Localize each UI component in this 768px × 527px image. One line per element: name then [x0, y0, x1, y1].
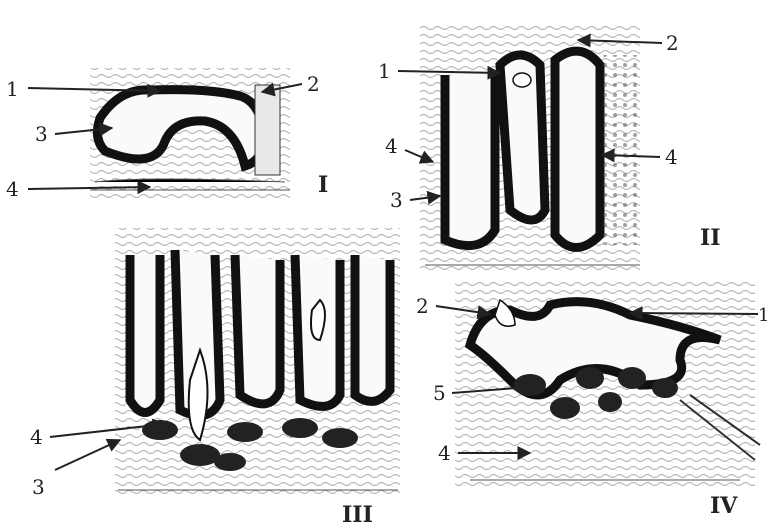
panel-II-gland-left: [445, 70, 495, 246]
panel-label-IV: IV: [710, 493, 738, 519]
label-IV-1: 1: [758, 305, 768, 326]
label-II-4a: 4: [385, 134, 398, 158]
label-IV-5: 5: [433, 381, 446, 405]
label-III-3: 3: [32, 475, 45, 499]
label-I-4: 4: [6, 177, 19, 201]
label-I-1: 1: [6, 77, 19, 101]
label-I-2: 2: [307, 72, 320, 96]
panel-II: [420, 25, 640, 270]
panel-IV: [455, 280, 760, 490]
arrow-IV-1: [630, 313, 758, 314]
label-III-4: 4: [30, 425, 43, 449]
panel-label-III: III: [342, 502, 373, 527]
panel-III: [115, 228, 400, 498]
label-I-3: 3: [35, 122, 48, 146]
panel-III-gland-5: [355, 255, 390, 401]
label-IV-2: 2: [416, 294, 429, 318]
panel-I: [90, 68, 290, 198]
label-II-3: 3: [390, 188, 403, 212]
panel-II-gland-right: [555, 51, 600, 247]
panel-label-I: I: [318, 172, 328, 198]
arrow-III-3: [55, 440, 120, 470]
label-IV-4: 4: [438, 441, 451, 465]
panel-III-gland-1: [130, 255, 160, 413]
panel-III-gland-3: [235, 255, 280, 404]
panel-label-II: II: [700, 225, 721, 251]
label-II-1: 1: [378, 59, 391, 83]
label-II-4b: 4: [665, 145, 678, 169]
label-II-2: 2: [666, 31, 679, 55]
